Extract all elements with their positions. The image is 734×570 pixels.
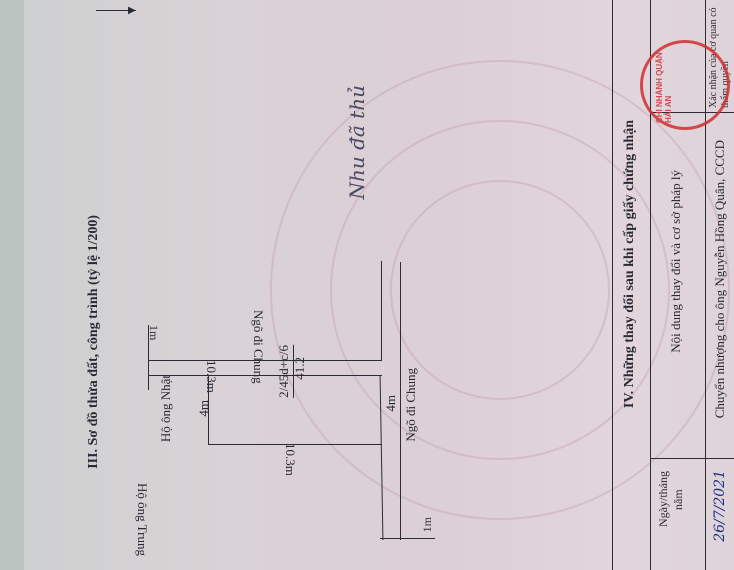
section4-title: IV. Những thay đổi sau khi cấp giấy chứn… [622,120,637,409]
width-right-label: 4m [383,395,398,412]
row-content: Chuyển nhượng cho ông Nguyễn Hồng Quân, … [712,140,727,419]
signature: Nhu đã thủ [345,85,369,200]
lane-right-label: Ngõ đi Chung [403,368,418,442]
north-arrow-head: ▶ [128,5,136,16]
length-bottom-label: 10.3m [283,443,298,476]
plot-line [208,444,382,445]
row-date: 26/7/2021 [712,470,728,542]
background-pattern [270,60,730,520]
table-border [612,0,613,570]
plot-line [148,360,382,361]
table-border [705,0,706,570]
plot-line [148,375,382,376]
north-arrow [96,10,136,11]
table-border [650,0,651,570]
parcel-area: 41.2 [292,357,307,380]
plot-line [380,538,435,539]
width-left-label: 4m [196,400,211,417]
plot-line [208,375,209,445]
plot-line [400,262,401,540]
column-header-content: Nội dung thay đổi và cơ sở pháp lý [668,170,683,353]
official-stamp: CHI NHÁNH QUẬN HẢI AN [640,40,730,130]
neighbor-south-label: Hộ ông Trung [135,483,150,556]
lane-top-label: Ngõ đi Chung [251,310,266,384]
column-header-date: Ngày/tháng năm [656,471,685,528]
plot-line [381,261,382,361]
neighbor-west-label: Hộ ông Nhật [158,375,173,443]
lane-width-bottom-label: 1m [420,517,434,533]
stamp-text: CHI NHÁNH QUẬN HẢI AN [655,52,673,123]
background-pattern [390,180,610,400]
plot-line [148,325,149,390]
lane-width-top-label: 1m [147,325,161,341]
section3-title: III. Sơ đồ thửa đất, công trình (tỷ lệ 1… [86,215,101,469]
page-shadow [0,0,24,570]
length-top-label: 10.3m [204,360,219,393]
background-pattern [330,120,670,460]
table-border [650,458,734,459]
